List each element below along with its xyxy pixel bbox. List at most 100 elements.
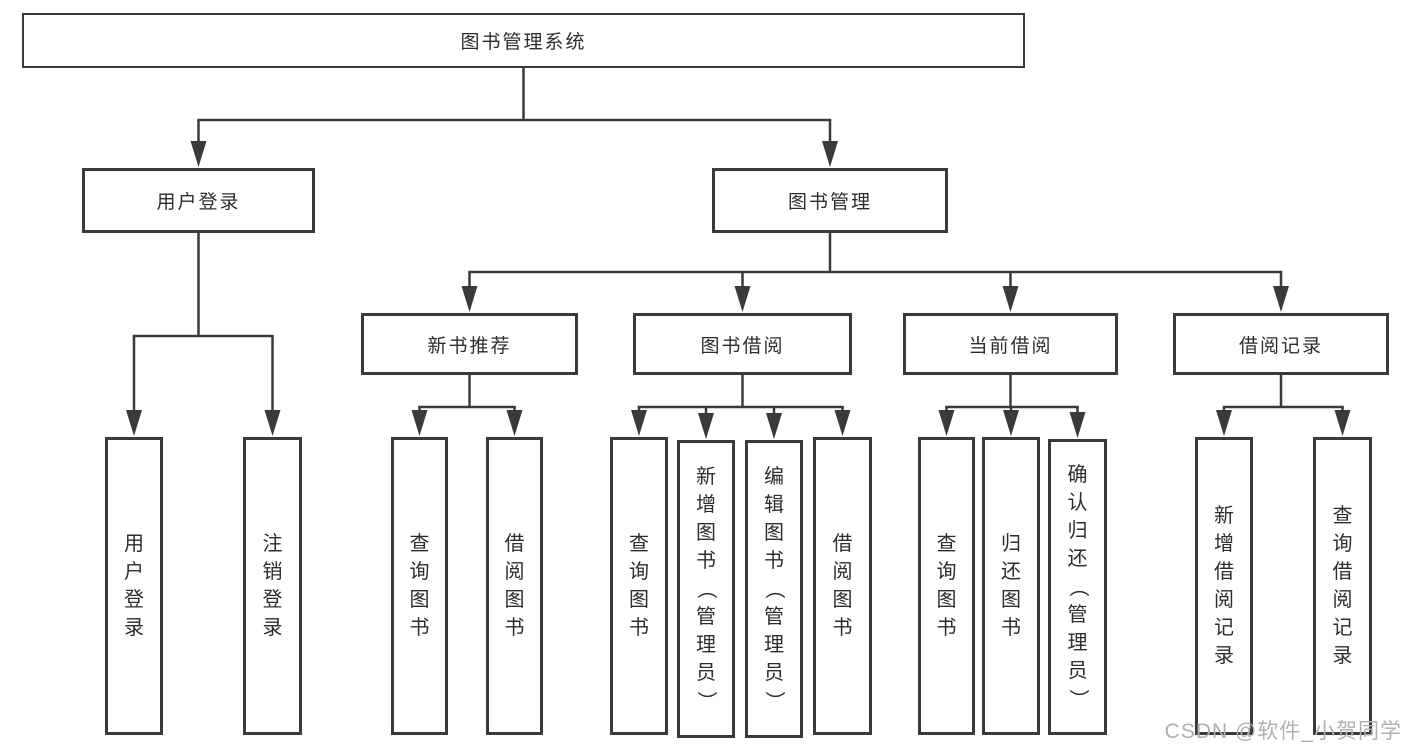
arrowhead-icon xyxy=(1069,412,1086,438)
diagram-node-leaf-query-borrow-rec: 查询借阅记录 xyxy=(1313,437,1372,735)
vertical-label-char: 员 xyxy=(696,662,716,684)
vertical-label-char: 还 xyxy=(1067,548,1088,570)
vertical-label-char: 图 xyxy=(1001,589,1021,611)
vertical-label-char: 书 xyxy=(696,550,716,572)
vertical-label-char: 用 xyxy=(124,533,144,555)
vertical-label-char: ） xyxy=(1066,689,1089,709)
vertical-label-char: 管 xyxy=(764,606,784,628)
arrowhead-icon xyxy=(822,141,838,167)
diagram-node-new-book-recommend: 新书推荐 xyxy=(361,313,578,375)
vertical-label-char: ） xyxy=(763,691,785,711)
arrowhead-icon xyxy=(734,286,751,312)
arrowhead-icon xyxy=(698,413,714,439)
vertical-label-char: （ xyxy=(1066,577,1089,597)
vertical-label-char: 书 xyxy=(832,617,853,639)
arrowhead-icon xyxy=(834,410,851,436)
vertical-label-char: 借 xyxy=(1214,561,1234,583)
vertical-label-char: 阅 xyxy=(1332,589,1353,611)
vertical-label-char: 管 xyxy=(1067,604,1088,626)
diagram-node-borrow-record: 借阅记录 xyxy=(1173,313,1389,375)
vertical-label-char: 询 xyxy=(936,561,957,583)
arrowhead-icon xyxy=(938,410,955,436)
arrowhead-icon xyxy=(461,286,478,312)
vertical-label-char: 图 xyxy=(696,522,716,544)
arrowhead-icon xyxy=(1002,286,1019,312)
arrowhead-icon xyxy=(766,413,782,439)
arrowhead-icon xyxy=(1003,410,1019,436)
arrowhead-icon xyxy=(1273,286,1289,312)
vertical-label-char: 注 xyxy=(262,533,283,555)
vertical-label-char: 管 xyxy=(696,606,716,628)
vertical-label-char: 员 xyxy=(764,662,784,684)
vertical-label-char: （ xyxy=(695,579,717,599)
vertical-label-char: 还 xyxy=(1001,561,1021,583)
vertical-label-char: （ xyxy=(763,579,785,599)
vertical-label-char: 理 xyxy=(696,634,716,656)
vertical-label-char: 确 xyxy=(1067,464,1088,486)
vertical-label-char: 员 xyxy=(1067,660,1088,682)
vertical-label-char: 阅 xyxy=(1214,589,1234,611)
vertical-label-char: 销 xyxy=(262,561,283,583)
diagram-node-leaf-borrow-book-1: 借阅图书 xyxy=(486,437,543,735)
diagram-node-leaf-query-book-2: 查询图书 xyxy=(610,437,668,735)
arrowhead-icon xyxy=(506,410,523,436)
vertical-label-char: 查 xyxy=(936,533,957,555)
diagram-node-leaf-logout: 注销登录 xyxy=(243,437,302,735)
diagram-node-book-mgmt: 图书管理 xyxy=(712,168,948,233)
vertical-label-char: 询 xyxy=(409,561,430,583)
vertical-label-char: 记 xyxy=(1332,617,1353,639)
arrowhead-icon xyxy=(190,141,207,167)
vertical-label-char: 编 xyxy=(764,466,784,488)
vertical-label-char: 借 xyxy=(504,533,525,555)
vertical-label-char: 辑 xyxy=(764,494,784,516)
vertical-label-char: 图 xyxy=(409,589,430,611)
vertical-label-char: 新 xyxy=(1214,505,1234,527)
vertical-label-char: ） xyxy=(695,691,717,711)
diagram-node-book-borrow: 图书借阅 xyxy=(633,313,852,375)
vertical-label-char: 书 xyxy=(936,617,957,639)
vertical-label-char: 录 xyxy=(1332,645,1353,667)
vertical-label-char: 登 xyxy=(124,589,144,611)
vertical-label-char: 阅 xyxy=(504,561,525,583)
vertical-label-char: 书 xyxy=(409,617,430,639)
vertical-label-char: 记 xyxy=(1214,617,1234,639)
diagram-node-user-login: 用户登录 xyxy=(82,168,315,233)
arrowhead-icon xyxy=(264,410,281,436)
vertical-label-char: 增 xyxy=(1214,533,1234,555)
vertical-label-char: 图 xyxy=(936,589,957,611)
vertical-label-char: 借 xyxy=(832,533,853,555)
vertical-label-char: 理 xyxy=(1067,632,1088,654)
vertical-label-char: 理 xyxy=(764,634,784,656)
vertical-label-char: 增 xyxy=(696,494,716,516)
vertical-label-char: 查 xyxy=(629,533,649,555)
diagram-node-current-borrow: 当前借阅 xyxy=(903,313,1118,375)
arrowhead-icon xyxy=(411,410,428,436)
vertical-label-char: 图 xyxy=(832,589,853,611)
arrowhead-icon xyxy=(1216,410,1232,436)
vertical-label-char: 登 xyxy=(262,589,283,611)
vertical-label-char: 借 xyxy=(1332,561,1353,583)
diagram-node-leaf-add-book: 新增图书 （ 管理员 ） xyxy=(677,440,735,738)
vertical-label-char: 询 xyxy=(1332,533,1353,555)
vertical-label-char: 书 xyxy=(1001,617,1021,639)
diagram-node-leaf-query-book-1: 查询图书 xyxy=(391,437,448,735)
diagram-node-leaf-confirm-return: 确认归还（管理员） xyxy=(1048,439,1107,735)
watermark: CSDN @软件_小贺同学 xyxy=(1164,720,1402,743)
arrowhead-icon xyxy=(1334,410,1351,436)
vertical-label-char: 新 xyxy=(696,466,716,488)
vertical-label-char: 图 xyxy=(504,589,525,611)
vertical-label-char: 认 xyxy=(1067,492,1088,514)
vertical-label-char: 查 xyxy=(1332,505,1353,527)
diagram-node-root: 图书管理系统 xyxy=(22,13,1025,68)
vertical-label-char: 询 xyxy=(629,561,649,583)
vertical-label-char: 书 xyxy=(629,617,649,639)
diagram-node-leaf-borrow-book-2: 借阅图书 xyxy=(813,437,872,735)
diagram-node-leaf-user-login: 用户登录 xyxy=(105,437,163,735)
vertical-label-char: 录 xyxy=(1214,645,1234,667)
vertical-label-char: 归 xyxy=(1001,533,1021,555)
vertical-label-char: 户 xyxy=(124,561,144,583)
diagram-node-leaf-add-borrow-rec: 新增借阅记录 xyxy=(1195,437,1253,735)
vertical-label-char: 图 xyxy=(629,589,649,611)
